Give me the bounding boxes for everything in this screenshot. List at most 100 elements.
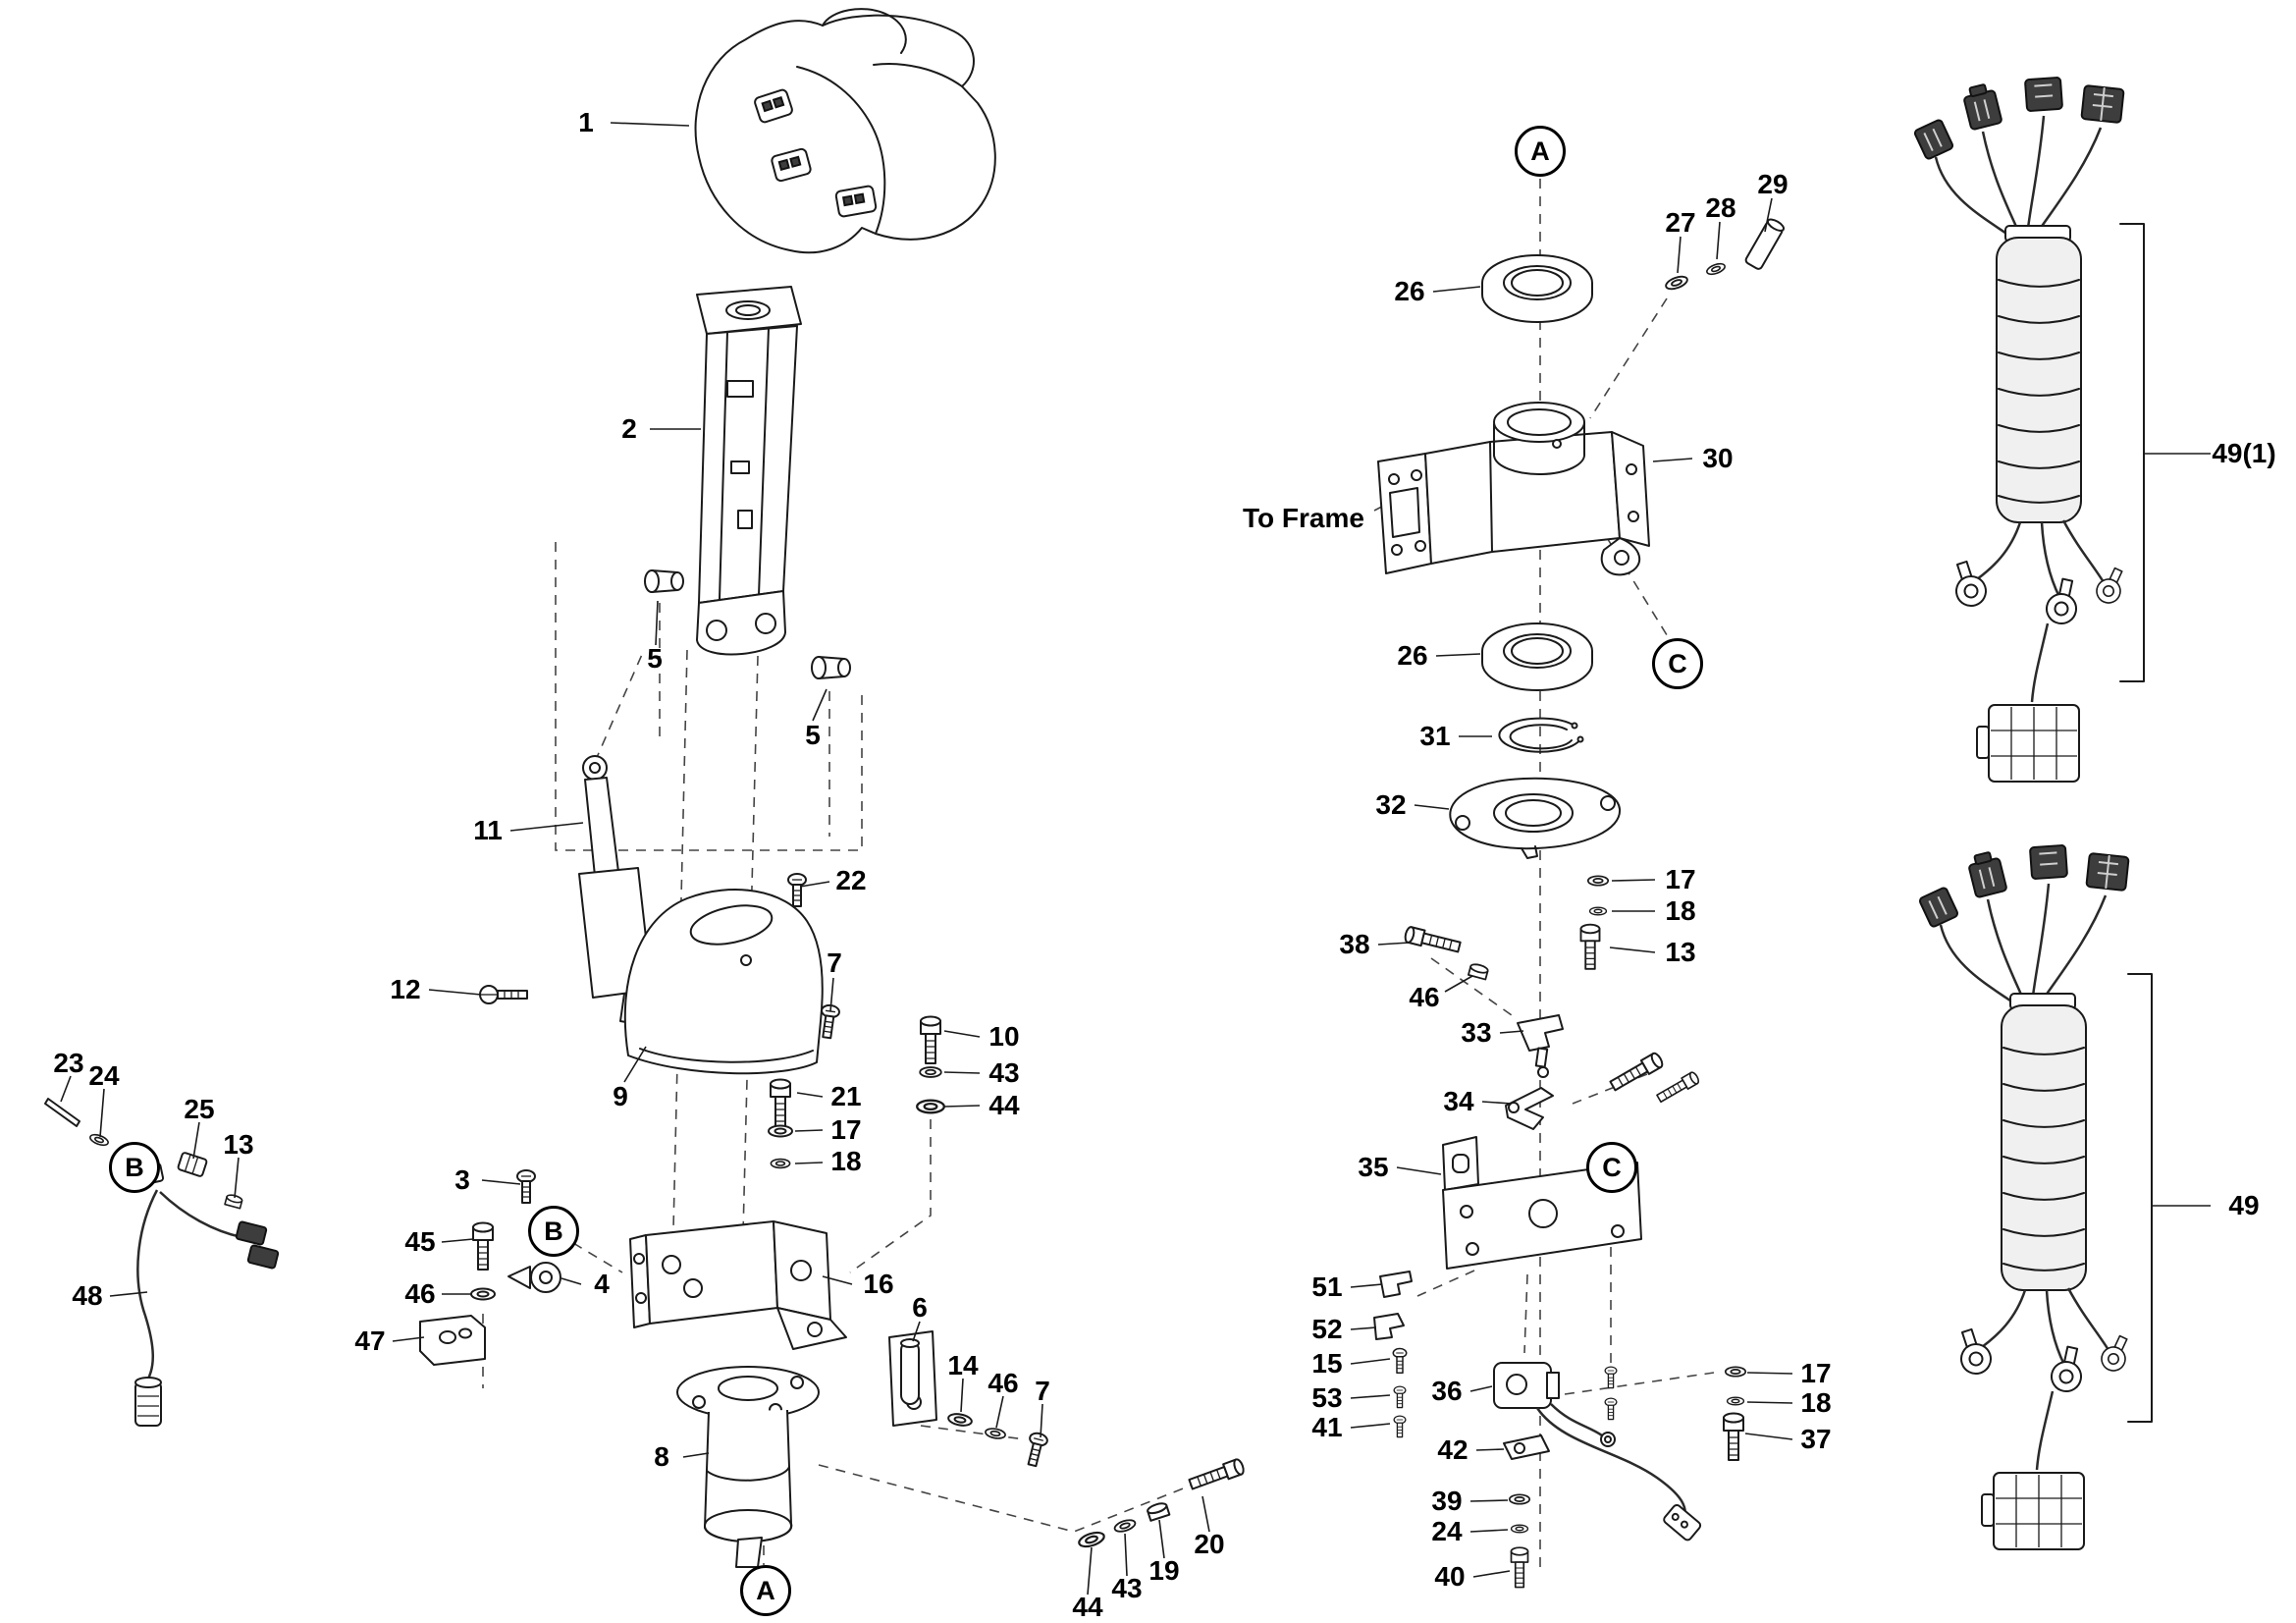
part-callout-5: 5 (805, 720, 821, 750)
lever-34 (1505, 1087, 1554, 1130)
wire-harness-49 (1917, 843, 2153, 1551)
boot-cover (623, 889, 824, 1075)
part-callout-46: 46 (404, 1278, 436, 1309)
ref-circle-c: C (1586, 1142, 1637, 1193)
ref-circle-b: B (109, 1142, 160, 1193)
part-callout-41: 41 (1311, 1412, 1343, 1442)
part-callout-43: 43 (988, 1057, 1020, 1088)
part-callout-42: 42 (1437, 1434, 1468, 1465)
part-callout-45: 45 (404, 1226, 436, 1257)
part-callout-17: 17 (1665, 864, 1696, 894)
ref-circle-b: B (528, 1206, 579, 1257)
part-callout-6: 6 (912, 1292, 928, 1323)
part-callout-27: 27 (1665, 207, 1696, 238)
part-callout-13: 13 (1665, 937, 1696, 967)
bracket-35 (1442, 1136, 1642, 1270)
part-callout-7: 7 (827, 947, 842, 978)
part-callout-20: 20 (1194, 1529, 1225, 1559)
wire-harness-49-1 (1912, 76, 2145, 784)
ref-circle-a: A (1515, 126, 1566, 177)
part-callout-46: 46 (1409, 982, 1440, 1012)
part-callout-18: 18 (1665, 895, 1696, 926)
part-callout-18: 18 (830, 1146, 862, 1176)
part-callout-9: 9 (613, 1081, 628, 1111)
part-callout-7: 7 (1035, 1376, 1050, 1406)
part-callout-4: 4 (594, 1269, 610, 1299)
part-callout-25: 25 (184, 1094, 215, 1124)
clip-51 (1379, 1271, 1413, 1298)
part-callout-51: 51 (1311, 1271, 1343, 1302)
part-callout-40: 40 (1434, 1561, 1466, 1592)
part-callout-17: 17 (830, 1114, 862, 1145)
bearing-plate-32 (1449, 777, 1622, 859)
part-callout-18: 18 (1800, 1387, 1832, 1418)
bearing-26a (1481, 254, 1593, 323)
column-base (676, 1366, 820, 1568)
note-label-to-frame: To Frame (1243, 503, 1364, 533)
part-callout-16: 16 (863, 1269, 894, 1299)
part-callout-24: 24 (88, 1060, 120, 1091)
clip-52 (1373, 1313, 1405, 1340)
part-callout-29: 29 (1757, 169, 1789, 199)
part-callout-49-1: 49(1) (2212, 438, 2276, 468)
part-callout-43: 43 (1111, 1573, 1143, 1603)
bushing-5a (644, 569, 684, 593)
bushing-5b (811, 656, 851, 679)
part-callout-26: 26 (1394, 276, 1425, 306)
part-callout-37: 37 (1800, 1424, 1832, 1454)
part-callout-17: 17 (1800, 1358, 1832, 1388)
part-callout-44: 44 (1072, 1592, 1103, 1622)
part-callout-21: 21 (830, 1081, 862, 1111)
part-callout-22: 22 (835, 865, 867, 895)
part-callout-53: 53 (1311, 1382, 1343, 1413)
part-callout-11: 11 (473, 815, 503, 845)
part-callout-33: 33 (1461, 1017, 1492, 1048)
plate-42 (1503, 1434, 1550, 1460)
bearing-26b (1481, 622, 1593, 691)
retaining-ring-31 (1498, 717, 1584, 753)
part-callout-35: 35 (1358, 1152, 1389, 1182)
pin-29 (1744, 218, 1786, 270)
part-callout-32: 32 (1375, 789, 1407, 820)
part-callout-38: 38 (1339, 929, 1370, 959)
release-knob (507, 1262, 561, 1293)
part-callout-15: 15 (1311, 1348, 1343, 1379)
part-callout-26: 26 (1397, 640, 1428, 671)
part-callout-10: 10 (988, 1021, 1020, 1052)
part-callout-19: 19 (1148, 1555, 1180, 1586)
part-callout-8: 8 (654, 1441, 669, 1472)
part-callout-52: 52 (1311, 1314, 1343, 1344)
part-callout-1: 1 (578, 107, 594, 137)
pivot-bracket-30 (1377, 402, 1650, 576)
part-callout-44: 44 (988, 1090, 1020, 1120)
part-callout-24: 24 (1431, 1516, 1463, 1546)
part-callout-34: 34 (1443, 1086, 1474, 1116)
latch-33 (1517, 1014, 1564, 1078)
part-callout-31: 31 (1419, 721, 1451, 751)
spacer-block (419, 1315, 486, 1366)
part-callout-3: 3 (454, 1164, 470, 1195)
part-callout-39: 39 (1431, 1486, 1463, 1516)
control-handle (694, 8, 996, 254)
mount-bracket (629, 1220, 847, 1350)
part-callout-49: 49 (2228, 1190, 2260, 1220)
part-callout-12: 12 (390, 974, 421, 1004)
part-callout-28: 28 (1705, 192, 1736, 223)
switch-block-36 (1493, 1362, 1702, 1542)
part-callout-13: 13 (223, 1129, 254, 1160)
part-callout-48: 48 (72, 1280, 103, 1311)
part-callout-30: 30 (1702, 443, 1734, 473)
part-callout-36: 36 (1431, 1376, 1463, 1406)
leader-lines (60, 122, 2211, 1596)
part-callout-14: 14 (947, 1350, 979, 1380)
part-callout-5: 5 (647, 643, 663, 674)
screw-12 (479, 985, 528, 1004)
ref-circle-a: A (740, 1565, 791, 1616)
part-callout-47: 47 (354, 1325, 386, 1356)
part-callout-2: 2 (621, 413, 637, 444)
steering-column (696, 286, 802, 656)
pivot-pin (888, 1330, 937, 1427)
